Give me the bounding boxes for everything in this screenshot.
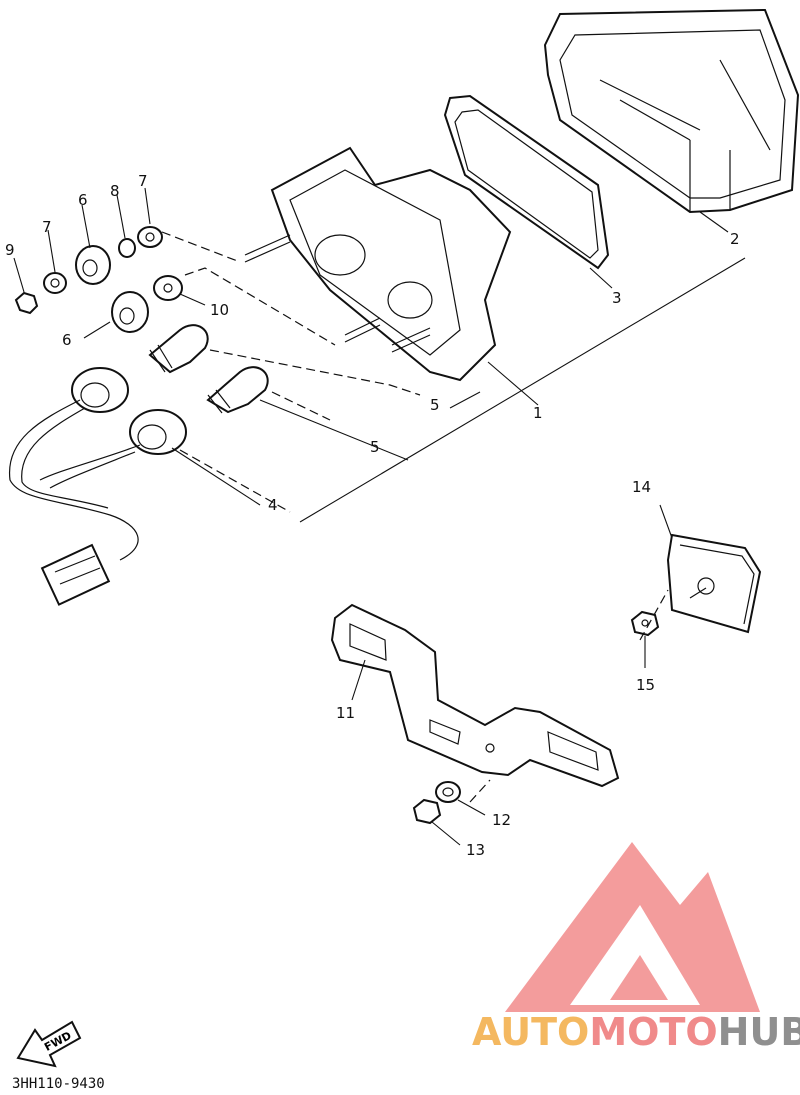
nut-part-13	[412, 798, 442, 825]
gasket-part-3	[443, 94, 610, 270]
callout-4: 4	[268, 496, 278, 514]
washer-part-10	[153, 275, 183, 301]
callout-14: 14	[632, 478, 651, 496]
license-light-part-14	[666, 533, 762, 634]
lens-part-2	[543, 8, 800, 214]
connector	[40, 543, 111, 606]
washer-part-7-left	[43, 272, 67, 294]
callout-9: 9	[5, 241, 15, 259]
callout-13: 13	[466, 841, 485, 859]
callout-7-left: 7	[42, 218, 52, 236]
nut-part-12	[435, 781, 461, 803]
callout-1: 1	[533, 404, 543, 422]
callout-3: 3	[612, 289, 622, 307]
nut-part-15	[630, 610, 660, 637]
leader-lines	[13, 187, 746, 846]
nut-part-9	[14, 291, 39, 315]
socket-harness-part-4	[8, 367, 187, 606]
watermark-logo	[505, 842, 760, 1012]
watermark-word: AUTOMOTOHUB	[472, 1010, 800, 1054]
callout-12: 12	[492, 811, 511, 829]
collar-part-8	[118, 238, 136, 258]
watermark-triangle-inner	[570, 905, 700, 1005]
assembly-lines	[161, 231, 669, 803]
callout-6-bottom: 6	[62, 331, 72, 349]
watermark-word-auto: AUTO	[472, 1010, 589, 1054]
watermark-g-cut	[610, 955, 668, 1000]
drawing-code: 3HH110-9430	[12, 1076, 105, 1092]
bulbs-part-5	[148, 324, 269, 414]
bracket-part-11	[330, 603, 620, 788]
small-parts	[14, 226, 183, 333]
callout-2: 2	[730, 230, 740, 248]
fwd-arrow-icon: FWD	[16, 1020, 82, 1068]
callout-10: 10	[210, 301, 229, 319]
grommet-part-6-bottom	[111, 291, 149, 333]
callout-5-upper: 5	[430, 396, 440, 414]
grommet-part-6-top	[75, 245, 111, 285]
callout-8: 8	[110, 182, 120, 200]
callout-15: 15	[636, 676, 655, 694]
callout-5-lower: 5	[370, 438, 380, 456]
housing-part-1	[244, 146, 512, 382]
callout-7-right: 7	[138, 172, 148, 190]
watermark-word-moto: MOTO	[589, 1010, 717, 1054]
washer-part-7-right	[137, 226, 163, 248]
callout-6-top: 6	[78, 191, 88, 209]
callouts: 1 2 3 4 5 5 6 6 7 7 8 9 10 11 12 13 14 1…	[5, 172, 740, 859]
watermark-word-hub: HUB	[718, 1010, 800, 1054]
callout-11: 11	[336, 704, 355, 722]
